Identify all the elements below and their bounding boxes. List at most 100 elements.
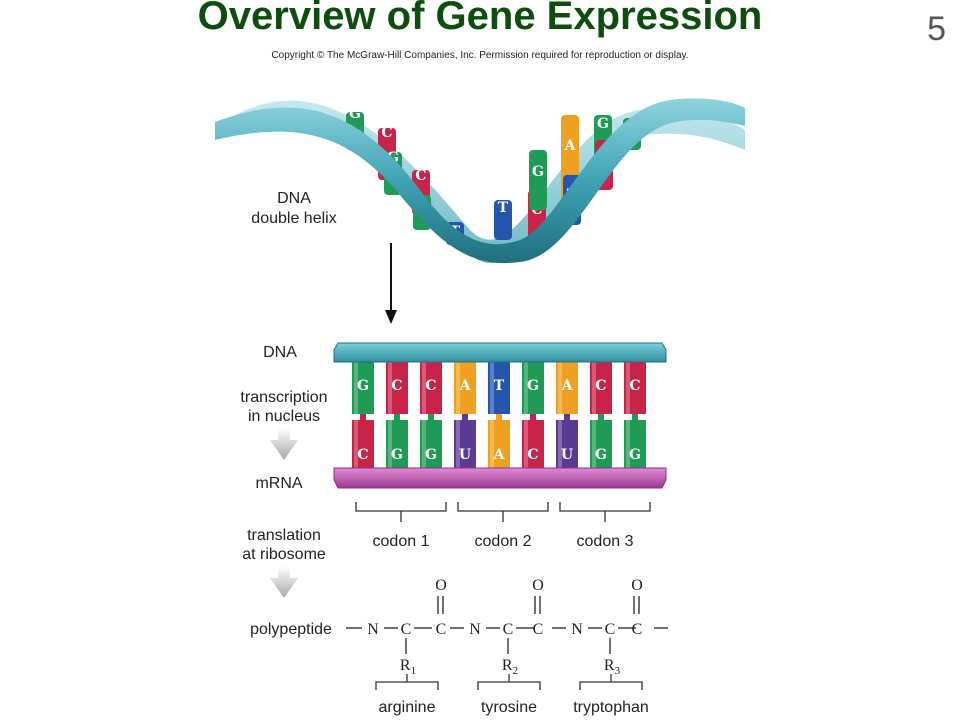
amino-acid-arginine: arginine bbox=[379, 699, 436, 716]
mrna-base-letter-3: G bbox=[425, 447, 437, 463]
alpha-carbon-1: C bbox=[401, 621, 412, 638]
base-pair-8: CG bbox=[590, 360, 612, 470]
mrna-base-4 bbox=[454, 414, 476, 470]
copyright-notice: Copyright © The McGraw-Hill Companies, I… bbox=[271, 50, 689, 61]
mrna-base-letter-2: G bbox=[391, 447, 403, 463]
base-pair-highlight bbox=[354, 360, 358, 470]
dna-base-9 bbox=[624, 360, 646, 420]
polypeptide-chain: N C C O N C C O N C C O R1 R2 R3 bbox=[346, 577, 668, 677]
mrna-base-letter-6: C bbox=[527, 447, 538, 463]
codon-2-bracket bbox=[457, 502, 549, 522]
helix-base-letter: G bbox=[349, 106, 361, 122]
base-pair-highlight bbox=[626, 360, 630, 470]
dna-helix-label-1: DNA bbox=[277, 190, 311, 207]
helix-base-letter: G bbox=[387, 150, 399, 166]
base-pair-1: GC bbox=[352, 360, 374, 470]
helix-base-letter: A bbox=[564, 138, 577, 154]
mrna-base-6 bbox=[522, 414, 544, 470]
nitrogen-1: N bbox=[367, 621, 379, 638]
base-pair-5: TA bbox=[488, 360, 510, 470]
dna-base-6 bbox=[522, 360, 544, 420]
dna-base-letter-7: A bbox=[561, 378, 574, 394]
dna-base-7 bbox=[556, 360, 578, 420]
oxygen-2: O bbox=[532, 577, 544, 594]
dna-base-3 bbox=[420, 360, 442, 420]
oxygen-3: O bbox=[631, 577, 643, 594]
helix-base-9: G bbox=[529, 150, 547, 210]
mrna-base-9 bbox=[624, 414, 646, 470]
oxygen-1: O bbox=[435, 577, 447, 594]
r-group-2: R2 bbox=[502, 657, 518, 677]
alpha-carbon-2: C bbox=[503, 621, 514, 638]
mrna-base-5 bbox=[488, 414, 510, 470]
dna-base-4 bbox=[454, 360, 476, 420]
dna-base-8 bbox=[590, 360, 612, 420]
base-pair-7: AU bbox=[556, 360, 578, 470]
nitrogen-3: N bbox=[571, 621, 583, 638]
mrna-base-letter-5: A bbox=[493, 447, 506, 463]
dna-base-letter-3: C bbox=[425, 378, 436, 394]
codon-brackets bbox=[355, 502, 651, 522]
mrna-base-letter-9: G bbox=[629, 447, 641, 463]
helix-base-letter: C bbox=[381, 125, 392, 141]
base-pair-highlight bbox=[388, 360, 392, 470]
nitrogen-2: N bbox=[469, 621, 481, 638]
arginine-bracket bbox=[375, 674, 439, 690]
r-group-3: R3 bbox=[604, 657, 621, 677]
helix-base-7: T bbox=[494, 200, 512, 240]
amino-acid-brackets bbox=[375, 674, 643, 690]
alpha-carbon-3: C bbox=[605, 621, 616, 638]
base-pair-highlight bbox=[524, 360, 528, 470]
dna-helix-label-2: double helix bbox=[251, 210, 336, 227]
helix-base-letter: G bbox=[532, 164, 544, 180]
base-pair-3: CG bbox=[420, 360, 442, 470]
base-pair-highlight bbox=[592, 360, 596, 470]
mrna-base-letter-8: G bbox=[595, 447, 607, 463]
codon-1-label: codon 1 bbox=[373, 533, 430, 550]
helix-base-bar bbox=[494, 200, 512, 240]
translation-arrow-icon bbox=[270, 566, 298, 598]
base-pair-highlight bbox=[422, 360, 426, 470]
dna-label: DNA bbox=[263, 344, 297, 361]
mrna-base-7 bbox=[556, 414, 578, 470]
helix-base-letter: G bbox=[597, 116, 609, 132]
polypeptide-label: polypeptide bbox=[250, 621, 332, 638]
base-pair-6: GC bbox=[522, 360, 544, 470]
translation-label-2: at ribosome bbox=[242, 546, 326, 563]
transcription-label-1: transcription bbox=[240, 389, 327, 406]
dna-backbone-bar bbox=[333, 342, 667, 363]
codon-3-bracket bbox=[559, 502, 651, 522]
mrna-base-letter-4: U bbox=[459, 447, 471, 463]
tryptophan-bracket bbox=[579, 674, 643, 690]
carbonyl-carbon-2: C bbox=[533, 621, 544, 638]
mrna-base-letter-7: U bbox=[561, 447, 573, 463]
codon-2-label: codon 2 bbox=[475, 533, 532, 550]
carbonyl-carbon-1: C bbox=[436, 621, 447, 638]
mrna-base-1 bbox=[352, 414, 374, 470]
mrna-base-8 bbox=[590, 414, 612, 470]
helix-base-letter: C bbox=[415, 168, 426, 184]
codon-1-bracket bbox=[355, 502, 447, 522]
helix-base-bar bbox=[529, 150, 547, 210]
base-pair-highlight bbox=[456, 360, 460, 470]
mrna-base-letter-1: C bbox=[357, 447, 368, 463]
dna-double-helix: GCGCGTTCGATGCG bbox=[215, 98, 745, 264]
helix-front-strand bbox=[215, 98, 745, 264]
slide-title: Overview of Gene Expression bbox=[197, 0, 763, 38]
dna-base-letter-1: G bbox=[357, 378, 369, 394]
base-pair-4: AU bbox=[454, 360, 476, 470]
base-pair-9: CG bbox=[624, 360, 646, 470]
helix-base-letter: T bbox=[498, 200, 509, 216]
mrna-label: mRNA bbox=[255, 475, 302, 492]
dna-base-letter-2: C bbox=[391, 378, 402, 394]
dna-base-letter-9: C bbox=[629, 378, 640, 394]
codon-3-label: codon 3 bbox=[577, 533, 634, 550]
base-pair-highlight bbox=[490, 360, 494, 470]
mrna-backbone-bar bbox=[333, 467, 667, 489]
mrna-base-3 bbox=[420, 414, 442, 470]
amino-acid-tryptophan: tryptophan bbox=[573, 699, 649, 716]
r-group-1: R1 bbox=[400, 657, 416, 677]
dna-base-letter-5: T bbox=[494, 378, 505, 394]
